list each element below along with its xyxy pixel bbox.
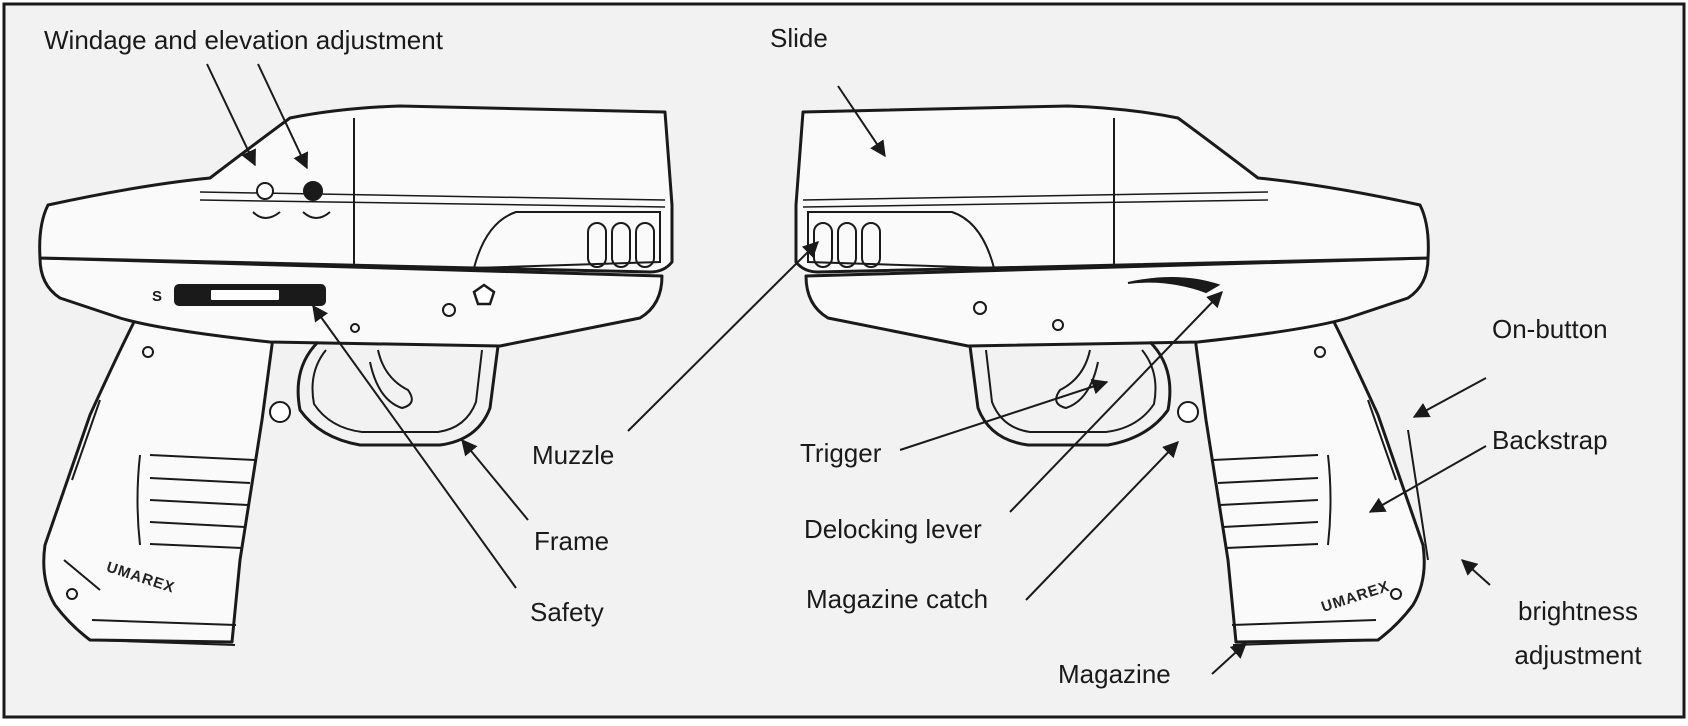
leader-windage — [206, 63, 256, 167]
leader-lines — [206, 63, 1491, 675]
leader-delocking-lever — [1009, 291, 1223, 513]
leader-safety — [312, 304, 517, 589]
label-magazine-catch: Magazine catch — [806, 584, 989, 614]
label-slide: Slide — [770, 23, 828, 53]
right-gun-illustration — [794, 104, 1430, 646]
leader-slide — [837, 85, 886, 158]
label-delocking-lever: Delocking lever — [804, 514, 982, 544]
leader-frame — [461, 438, 529, 521]
left-gun-illustration — [38, 104, 674, 644]
left-gun-details — [39, 118, 666, 646]
leader-trigger — [899, 378, 1109, 451]
leader-on-button — [1412, 377, 1487, 418]
label-trigger: Trigger — [800, 438, 882, 468]
label-safety: Safety — [530, 597, 604, 627]
leader-magazine — [1211, 642, 1247, 675]
label-backstrap: Backstrap — [1492, 425, 1608, 455]
label-brightness-line2: adjustment — [1514, 640, 1642, 670]
leader-magazine-catch — [1025, 441, 1179, 601]
label-brightness-line1: brightness — [1518, 596, 1638, 626]
label-on-button: On-button — [1492, 314, 1608, 344]
label-windage-elevation: Windage and elevation adjustment — [44, 25, 443, 55]
leader-elevation — [257, 63, 308, 170]
leader-backstrap — [1368, 445, 1487, 513]
label-frame: Frame — [534, 526, 610, 556]
label-magazine: Magazine — [1058, 659, 1171, 689]
safety-letter-marking: S — [152, 288, 162, 305]
label-muzzle: Muzzle — [532, 440, 615, 470]
leader-brightness — [1461, 559, 1491, 586]
leader-muzzle — [627, 241, 819, 432]
